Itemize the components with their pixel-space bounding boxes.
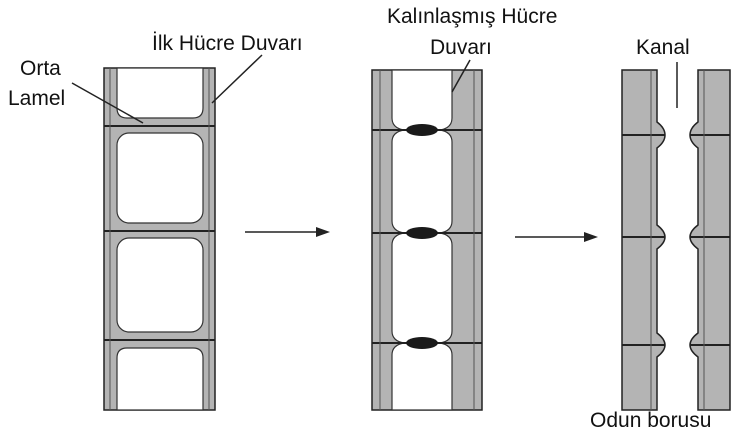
stage-3-vessel (621, 69, 731, 411)
label-middle-lamella-2: Lamel (8, 87, 66, 110)
label-thickened-wall-1: Kalınlaşmış Hücre (387, 5, 558, 28)
pit-3 (406, 337, 438, 349)
label-vessel: Odun borusu (590, 409, 712, 432)
stage-1-cells (103, 67, 216, 411)
pit-1 (406, 124, 438, 136)
label-middle-lamella-1: Orta (20, 57, 61, 80)
label-channel: Kanal (636, 36, 690, 59)
label-primary-wall: İlk Hücre Duvarı (152, 32, 303, 55)
thickened-wall-pointer (451, 59, 471, 93)
stage-2-cells (371, 69, 483, 411)
arrow-1-icon (245, 227, 330, 237)
label-thickened-wall-2: Duvarı (430, 36, 492, 59)
primary-wall-pointer (211, 54, 263, 104)
arrow-2-icon (515, 232, 598, 242)
pit-2 (406, 227, 438, 239)
middle-lamella-pointer (71, 82, 144, 124)
